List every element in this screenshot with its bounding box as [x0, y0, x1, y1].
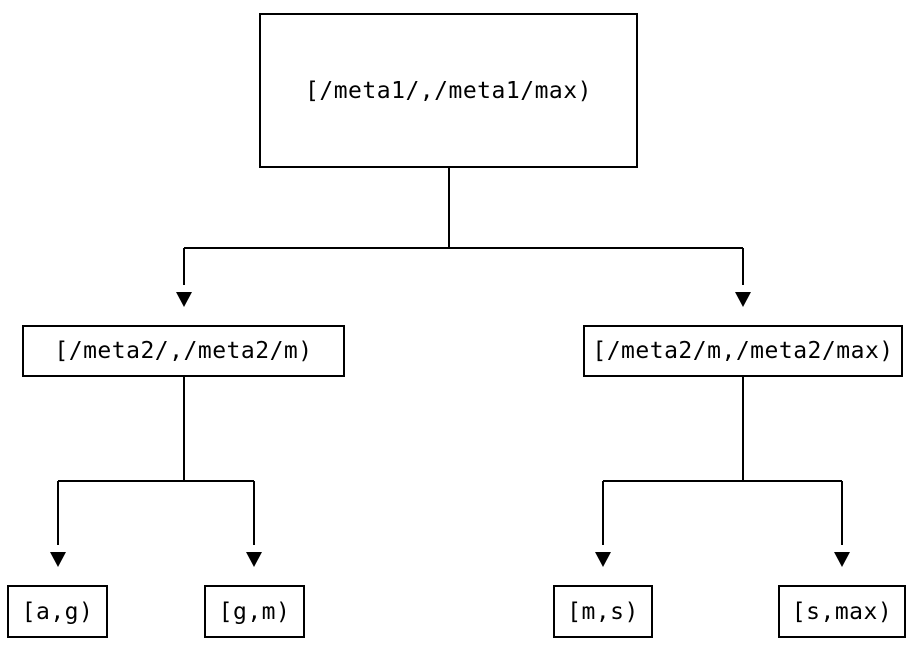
node-leaf-s-max: [s,max) — [778, 585, 906, 638]
node-leaf-a-g-label: [a,g) — [21, 598, 94, 625]
node-leaf-s-max-label: [s,max) — [791, 598, 893, 625]
edge-meta2-upper-to-leaves — [602, 377, 843, 545]
node-root: [/meta1/,/meta1/max) — [259, 13, 638, 168]
arrowhead-meta2-upper — [735, 292, 751, 307]
arrowhead-meta2-lower — [176, 292, 192, 307]
node-meta2-upper: [/meta2/m,/meta2/max) — [583, 325, 903, 377]
node-meta2-lower-label: [/meta2/,/meta2/m) — [54, 338, 313, 364]
node-root-label: [/meta1/,/meta1/max) — [305, 77, 592, 104]
node-leaf-g-m: [g,m) — [204, 585, 305, 638]
arrowhead-leaf-s-max — [834, 552, 850, 567]
node-leaf-m-s: [m,s) — [553, 585, 653, 638]
arrowhead-leaf-a-g — [50, 552, 66, 567]
arrowhead-leaf-m-s — [595, 552, 611, 567]
node-leaf-a-g: [a,g) — [7, 585, 108, 638]
node-leaf-m-s-label: [m,s) — [567, 598, 639, 625]
edge-root-to-meta2 — [183, 168, 744, 285]
arrowhead-leaf-g-m — [246, 552, 262, 567]
edge-meta2-lower-to-leaves — [57, 377, 255, 545]
node-meta2-lower: [/meta2/,/meta2/m) — [22, 325, 345, 377]
node-meta2-upper-label: [/meta2/m,/meta2/max) — [592, 338, 894, 364]
node-leaf-g-m-label: [g,m) — [218, 598, 291, 625]
